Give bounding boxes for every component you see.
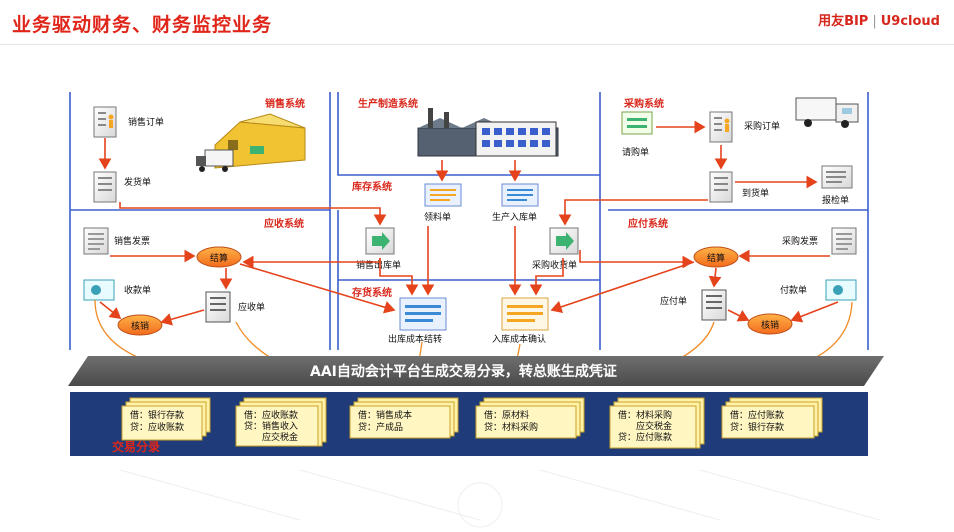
arrow-sales-issue-to-outbound bbox=[379, 258, 419, 296]
background-decoration bbox=[119, 469, 881, 528]
system-inventory-label: 库存系统 bbox=[352, 180, 392, 193]
arrow-receipt-to-settle-right bbox=[579, 250, 694, 269]
brand-separator: | bbox=[872, 14, 877, 29]
production-receipt-doc-icon bbox=[501, 183, 539, 207]
entry-card-6: 借：应付账款 贷：银行存款 bbox=[721, 397, 823, 439]
outbound-cost-label: 出库成本结转 bbox=[388, 333, 442, 345]
system-sales-label: 销售系统 bbox=[265, 97, 305, 110]
payment-label: 付款单 bbox=[780, 284, 807, 296]
brand-u9cloud: U9cloud bbox=[880, 14, 940, 29]
system-purchase-label: 采购系统 bbox=[623, 97, 664, 110]
sales-order-label: 销售订单 bbox=[128, 116, 164, 128]
sales-issue-doc-icon bbox=[365, 227, 395, 255]
arrow-settle-right-to-inbound bbox=[550, 261, 695, 313]
entries-title: 交易分录 bbox=[112, 439, 160, 454]
sales-invoice-label: 销售发票 bbox=[114, 235, 150, 247]
arrow-settle-to-outbound-cost bbox=[239, 263, 396, 314]
arrow-payment-to-writeoff bbox=[790, 301, 839, 323]
factory-icon bbox=[417, 108, 559, 157]
purchase-order-label: 采购订单 bbox=[744, 120, 780, 132]
entry-card-3: 借：销售成本 贷：产成品 bbox=[349, 397, 459, 439]
entry-card-2: 借：应收账款 贷：销售收入 应交税金 bbox=[235, 397, 327, 447]
arrow-sales-issue-to-settle bbox=[242, 255, 381, 269]
collection-label: 收款单 bbox=[124, 284, 151, 296]
entry-card-5-line-3: 贷：应付账款 bbox=[618, 431, 672, 443]
picking-doc-icon bbox=[424, 183, 462, 207]
production-receipt-label: 生产入库单 bbox=[492, 211, 537, 223]
inspection-doc-icon bbox=[821, 165, 853, 189]
aai-band bbox=[68, 356, 884, 386]
receivable-label: 应收单 bbox=[238, 301, 265, 313]
arrow-delivery-to-sales-issue bbox=[119, 202, 387, 226]
arrow-purchase-receipt-to-inbound bbox=[529, 258, 564, 296]
requisition-label: 请购单 bbox=[622, 146, 649, 158]
system-payable-label: 应付系统 bbox=[628, 217, 668, 230]
settle-right-label: 结算 bbox=[707, 252, 725, 264]
writeoff-left-label: 核销 bbox=[131, 320, 149, 332]
inspection-label: 报检单 bbox=[822, 194, 849, 206]
payable-label: 应付单 bbox=[660, 295, 687, 307]
collection-doc-icon bbox=[83, 279, 115, 301]
settle-right-node bbox=[693, 246, 739, 268]
entry-card-2-line-1: 借：应收账款 bbox=[244, 409, 298, 421]
entry-card-3-line-1: 借：销售成本 bbox=[358, 409, 412, 421]
delivery-label: 发货单 bbox=[124, 176, 151, 188]
delivery-doc-icon bbox=[93, 171, 117, 203]
purchase-order-doc-icon bbox=[709, 111, 733, 143]
payable-doc-icon bbox=[701, 289, 727, 321]
picking-label: 领料单 bbox=[424, 211, 451, 223]
inbound-cost-doc-icon bbox=[501, 297, 549, 331]
region-frames bbox=[69, 92, 869, 350]
sales-issue-label: 销售出库单 bbox=[356, 259, 401, 271]
page-title: 业务驱动财务、财务监控业务 bbox=[12, 14, 273, 36]
system-receivable-label: 应收系统 bbox=[264, 217, 304, 230]
arrow-payable-to-writeoff bbox=[727, 309, 750, 322]
brand-logo: 用友BIP|U9cloud bbox=[818, 10, 940, 29]
warehouse-truck-icon bbox=[196, 113, 306, 172]
purchase-receipt-doc-icon bbox=[549, 227, 579, 255]
entry-card-5-line-2: 应交税金 bbox=[618, 420, 672, 432]
purchase-invoice-doc-icon bbox=[831, 227, 857, 255]
entry-card-5-line-1: 借：材料采购 bbox=[618, 409, 672, 421]
arrow-arrival-to-purchase-receipt bbox=[558, 199, 708, 226]
aai-band-text: AAI自动会计平台生成交易分录，转总账生成凭证 bbox=[310, 363, 617, 380]
entry-card-4: 借：原材料 贷：材料采购 bbox=[475, 397, 585, 439]
entry-card-2-line-2: 贷：销售收入 bbox=[244, 420, 298, 432]
entry-card-2-line-3: 应交税金 bbox=[244, 431, 298, 443]
inbound-cost-label: 入库成本确认 bbox=[492, 333, 546, 345]
settle-left-label: 结算 bbox=[210, 252, 228, 264]
entry-card-6-line-1: 借：应付账款 bbox=[730, 409, 784, 421]
settle-left-node bbox=[196, 246, 242, 268]
arrival-label: 到货单 bbox=[742, 187, 769, 199]
arrow-settle-to-payable bbox=[708, 267, 722, 288]
entry-card-1-line-1: 借：银行存款 bbox=[130, 409, 184, 421]
entry-card-4-line-2: 贷：材料采购 bbox=[484, 421, 538, 433]
truck-icon bbox=[795, 97, 859, 128]
outbound-cost-doc-icon bbox=[399, 297, 447, 331]
entry-card-6-line-2: 贷：银行存款 bbox=[730, 421, 784, 433]
header-divider bbox=[0, 44, 954, 45]
system-manufacturing-label: 生产制造系统 bbox=[358, 97, 418, 110]
entry-card-5: 借：材料采购 应交税金 贷：应付账款 bbox=[609, 397, 705, 449]
requisition-doc-icon bbox=[621, 111, 653, 135]
writeoff-right-node bbox=[747, 313, 793, 335]
sales-order-doc-icon bbox=[93, 106, 117, 138]
purchase-invoice-label: 采购发票 bbox=[782, 235, 818, 247]
receivable-doc-icon bbox=[205, 291, 231, 323]
system-stock-accounting-label: 存货系统 bbox=[352, 286, 392, 299]
writeoff-right-label: 核销 bbox=[761, 319, 779, 331]
sales-invoice-doc-icon bbox=[83, 227, 109, 255]
arrow-collection-to-writeoff bbox=[99, 301, 122, 319]
arrival-doc-icon bbox=[709, 171, 733, 203]
entry-card-4-line-1: 借：原材料 bbox=[484, 409, 529, 421]
purchase-receipt-label: 采购收货单 bbox=[532, 259, 577, 271]
payment-doc-icon bbox=[825, 279, 857, 301]
arrow-receivable-to-writeoff bbox=[160, 309, 205, 326]
entry-card-3-line-2: 贷：产成品 bbox=[358, 421, 403, 433]
entry-card-1: 借：银行存款 贷：应收账款 bbox=[121, 397, 211, 441]
brand-bip: 用友BIP bbox=[818, 14, 869, 29]
entry-card-1-line-2: 贷：应收账款 bbox=[130, 421, 184, 433]
